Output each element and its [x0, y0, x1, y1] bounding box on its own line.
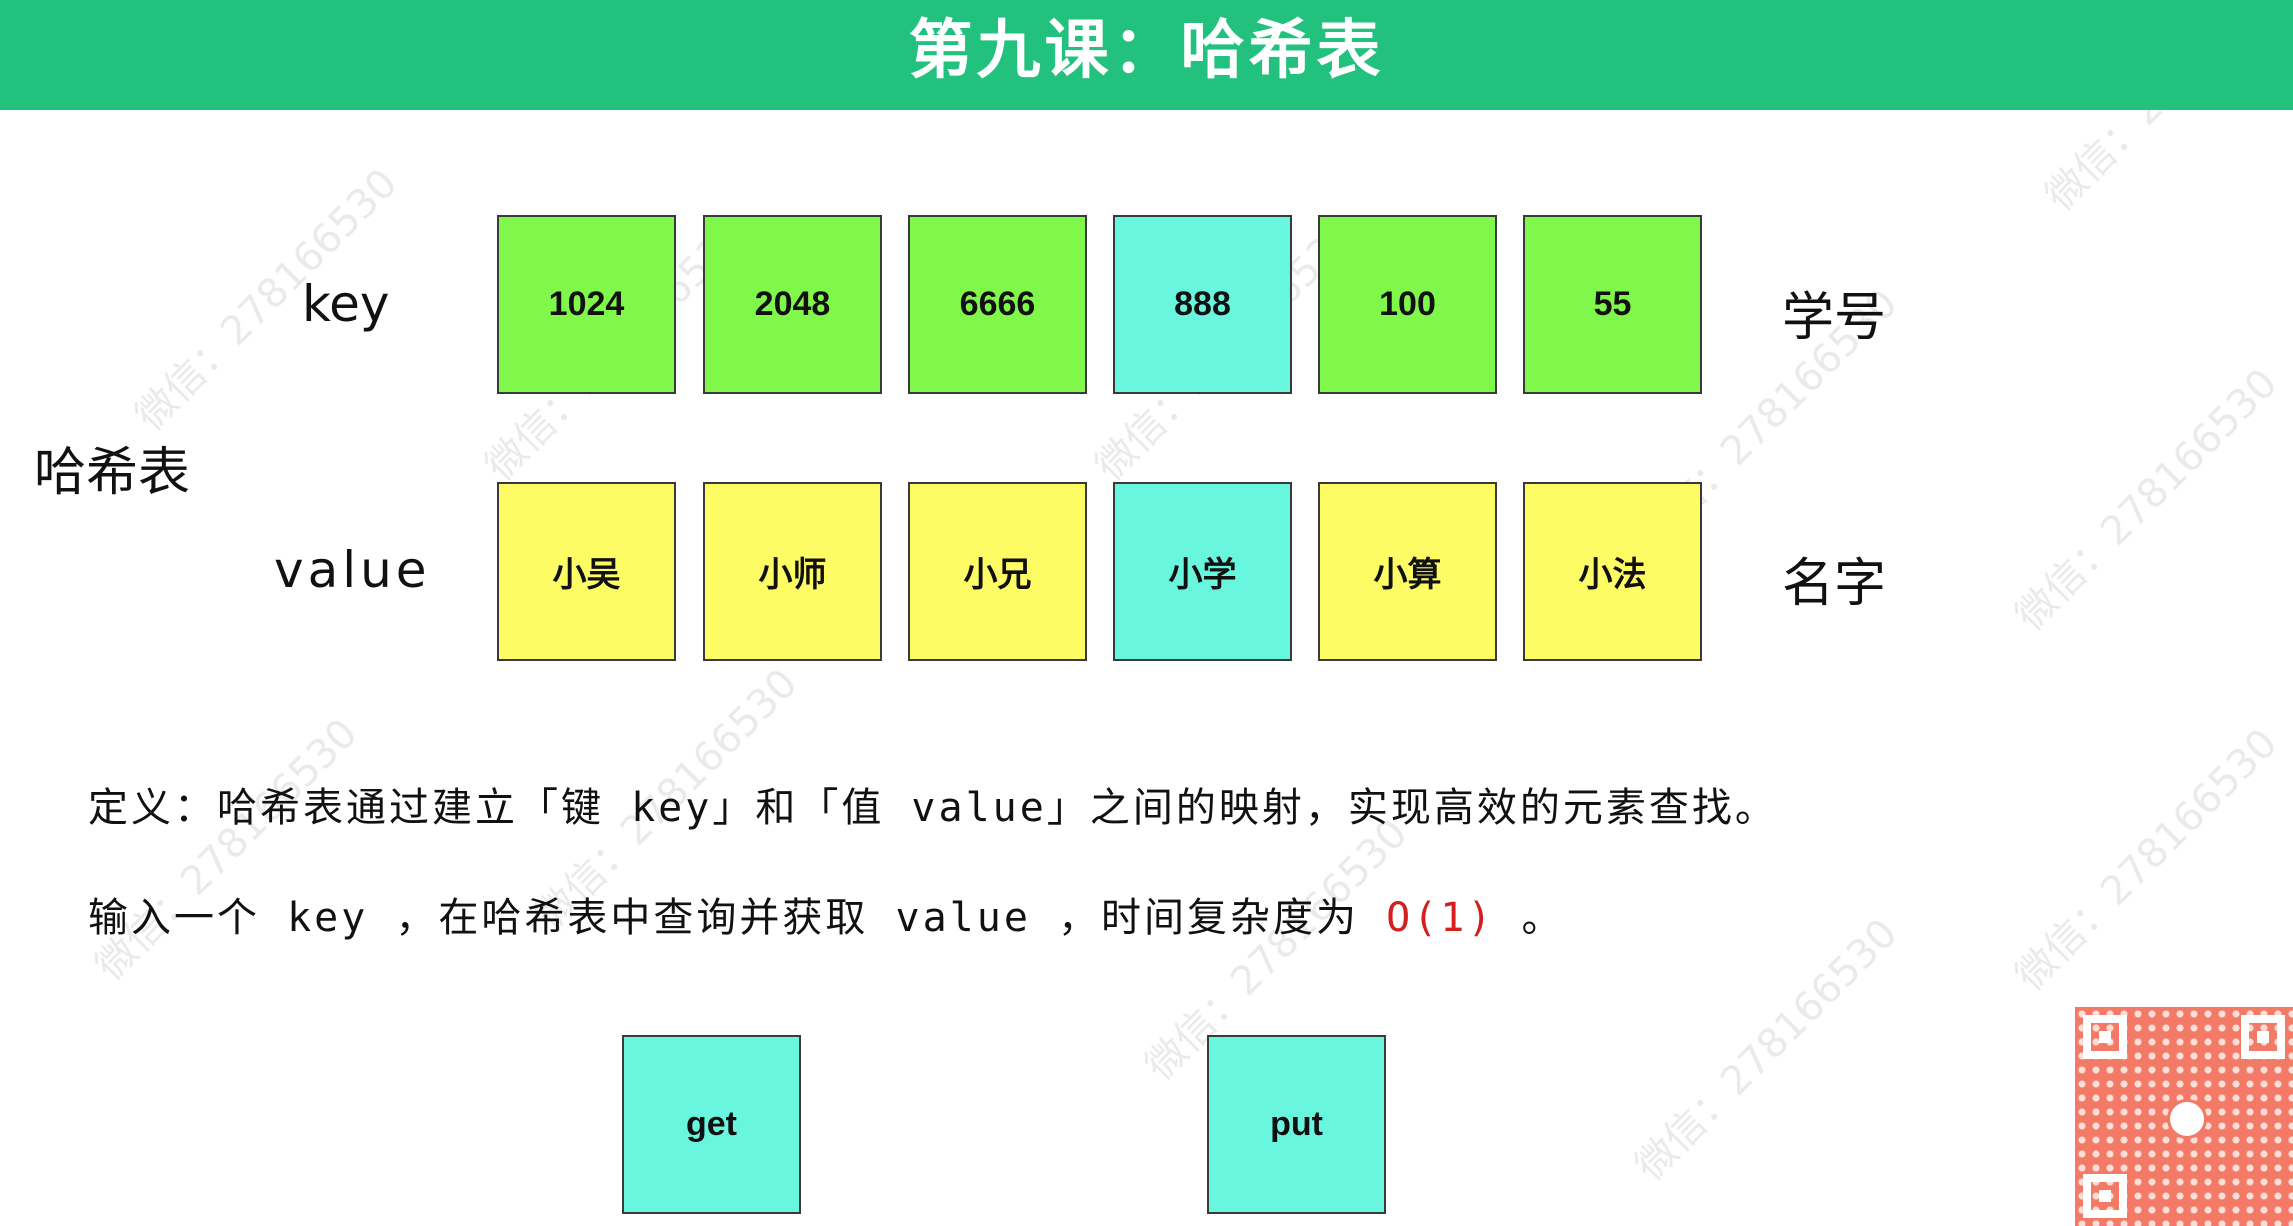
watermark-text: 微信：278166530 [2007, 360, 2287, 640]
value-cell: 小师 [703, 482, 882, 661]
student-id-label: 学号 [1782, 288, 1887, 348]
hash-table-label: 哈希表 [34, 443, 191, 503]
key-cell-highlighted: 888 [1113, 215, 1292, 394]
page-title: 第九课：哈希表 [908, 14, 1385, 88]
value-row-label: value [274, 541, 431, 599]
value-cell: 小吴 [497, 482, 676, 661]
title-bar: 第九课：哈希表 [0, 0, 2293, 110]
wechat-icon [2167, 1099, 2207, 1139]
key-cell: 1024 [497, 215, 676, 394]
complexity-value: O(1) [1386, 895, 1495, 941]
definition-text: 定义：哈希表通过建立「键 key」和「值 value」之间的映射，实现高效的元素… [88, 785, 1778, 831]
watermark-text: 微信：278166530 [1627, 910, 1907, 1190]
key-cell: 55 [1523, 215, 1702, 394]
value-cell: 小算 [1318, 482, 1497, 661]
key-cell: 6666 [908, 215, 1087, 394]
key-row-label: key [302, 275, 390, 333]
key-cell: 2048 [703, 215, 882, 394]
value-cell-highlighted: 小学 [1113, 482, 1292, 661]
complexity-prefix: 输入一个 key ，在哈希表中查询并获取 value ，时间复杂度为 [88, 895, 1387, 941]
key-cell: 100 [1318, 215, 1497, 394]
watermark-text: 微信：278166530 [87, 710, 367, 990]
complexity-text: 输入一个 key ，在哈希表中查询并获取 value ，时间复杂度为 O(1) … [88, 885, 1565, 943]
value-cell: 小法 [1523, 482, 1702, 661]
watermark-text: 微信：278166530 [2007, 720, 2287, 1000]
get-operation-box: get [622, 1035, 801, 1214]
complexity-suffix: 。 [1494, 895, 1565, 941]
value-cell: 小兄 [908, 482, 1087, 661]
name-label: 名字 [1782, 554, 1887, 614]
qr-code-image [2075, 1007, 2293, 1226]
put-operation-box: put [1207, 1035, 1386, 1214]
